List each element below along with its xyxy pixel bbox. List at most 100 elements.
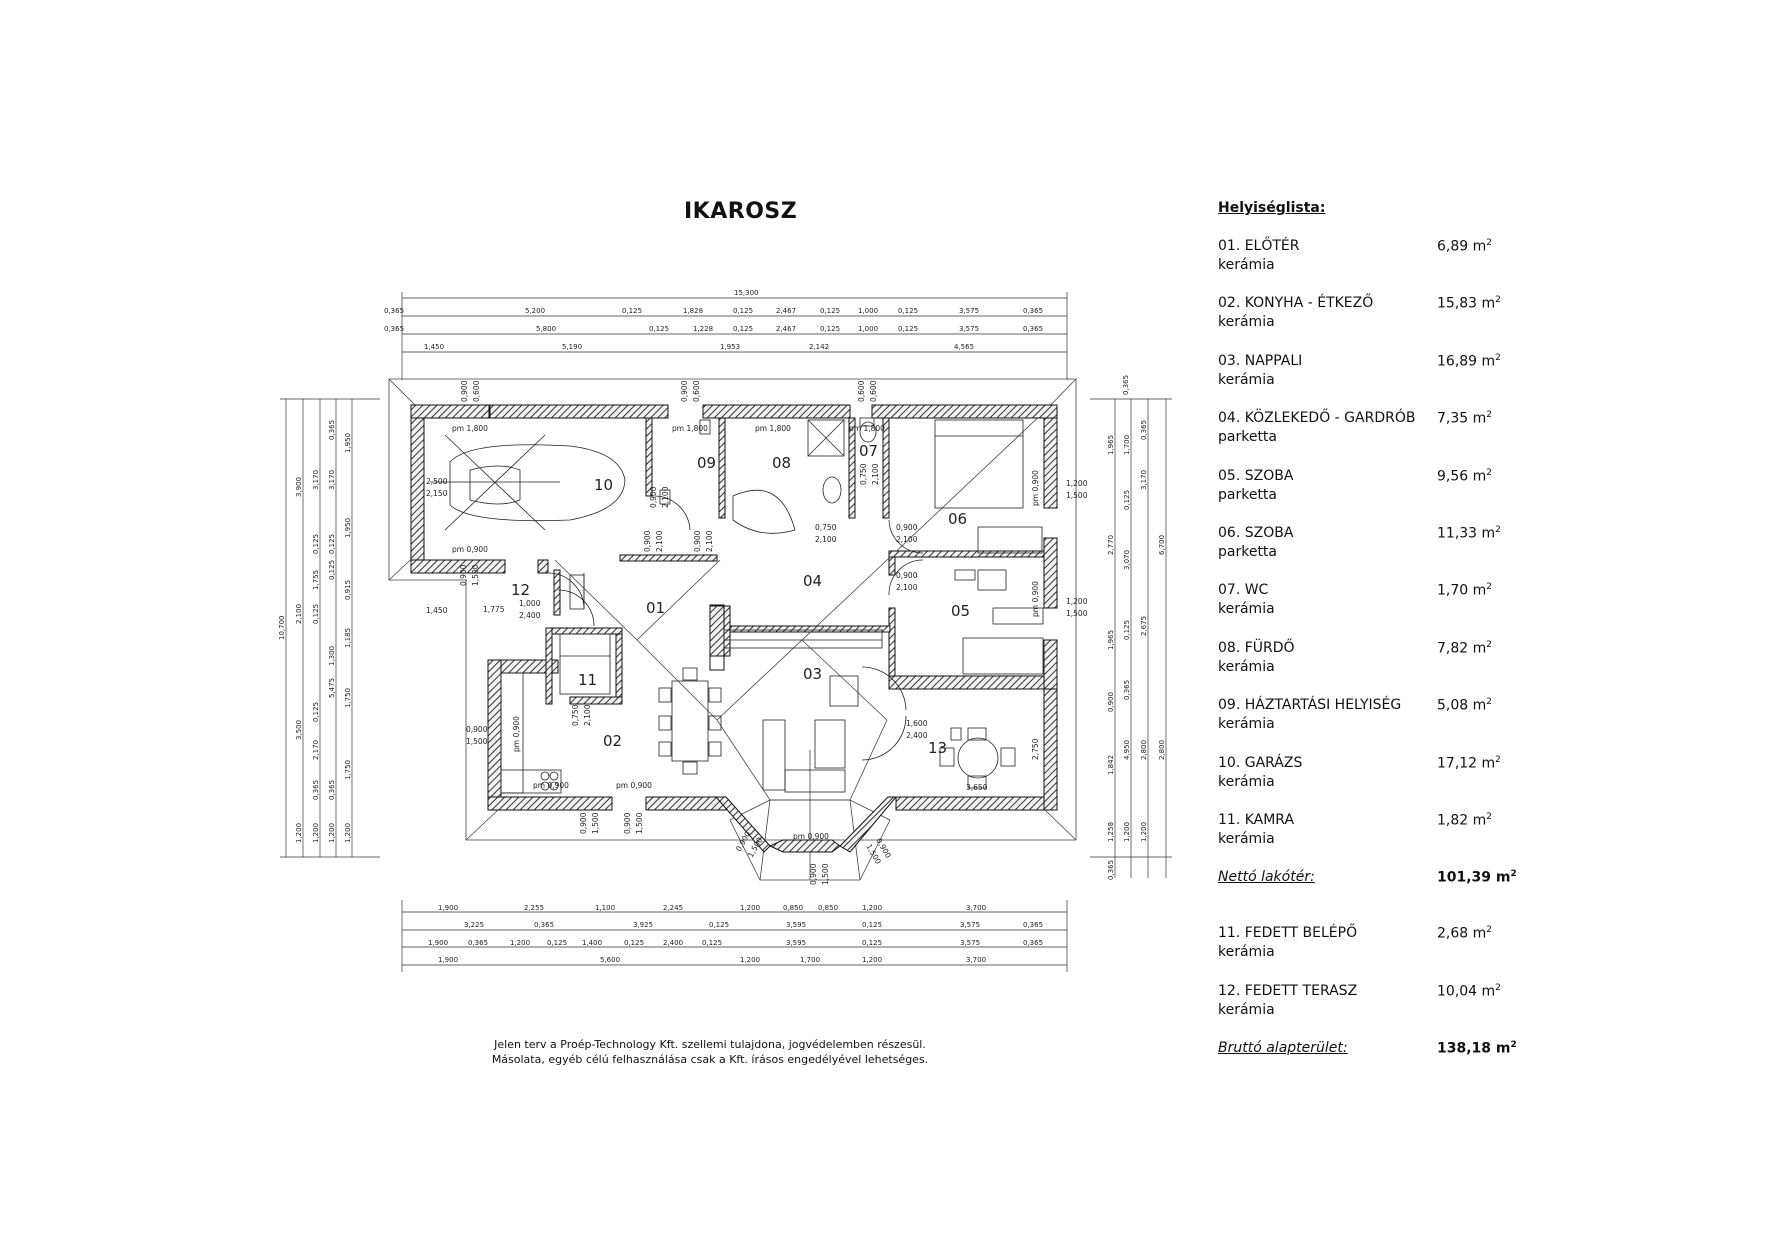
room-floor: kerámia xyxy=(1218,658,1275,675)
dim-label: 3,225 xyxy=(464,921,484,929)
dim-label: 0,365 xyxy=(384,325,404,333)
opening-label: 2,100 xyxy=(583,704,592,726)
dim-label: 5,200 xyxy=(525,307,545,315)
dim-label: 0,365 xyxy=(468,939,488,947)
dim-label: 2,467 xyxy=(776,307,796,315)
opening-label: pm 0,900 xyxy=(1031,470,1040,506)
opening-label: 3,650 xyxy=(966,783,988,792)
dim-label: 1,185 xyxy=(344,628,352,648)
dim-label: 5,800 xyxy=(536,325,556,333)
room-floor: kerámia xyxy=(1218,314,1275,331)
dim-label: 0,365 xyxy=(1023,939,1043,947)
opening-label: 0,900 xyxy=(896,571,918,580)
room-name: 11. KAMRA xyxy=(1218,811,1295,828)
room-area: 17,12 m2 xyxy=(1437,755,1501,772)
unit-sup: 2 xyxy=(1495,982,1501,993)
room-area-number: 6,89 m xyxy=(1437,238,1487,255)
room-area: 10,04 m2 xyxy=(1437,983,1501,1000)
dim-label: 4,950 xyxy=(1123,740,1131,760)
dim-label: 1,900 xyxy=(428,939,448,947)
room-area: 11,33 m2 xyxy=(1437,525,1501,542)
dim-label: 0,125 xyxy=(709,921,729,929)
room-number-08: 08 xyxy=(772,454,791,472)
dim-label: 2,467 xyxy=(776,325,796,333)
dim-label: 0,125 xyxy=(862,921,882,929)
opening-label: 1,200 xyxy=(1066,597,1088,606)
dim-label: 3,170 xyxy=(328,470,336,490)
dim-label: 1,900 xyxy=(438,904,458,912)
room-area-number: 9,56 m xyxy=(1437,468,1487,485)
dim-label: 1,450 xyxy=(424,343,444,351)
unit-sup: 2 xyxy=(1495,524,1501,535)
opening-label: 1,500 xyxy=(1066,609,1088,618)
dim-label: 1,258 xyxy=(1107,822,1115,842)
dim-label: 0,850 xyxy=(818,904,838,912)
opening-label: 0,900 xyxy=(459,564,468,586)
copyright-line-1: Jelen terv a Proép-Technology Kft. szell… xyxy=(494,1038,926,1051)
room-area: 9,56 m2 xyxy=(1437,468,1492,485)
room-area-number: 1,82 m xyxy=(1437,812,1487,829)
opening-label: 0,900 xyxy=(579,812,588,834)
dim-label: 2,170 xyxy=(312,740,320,760)
room-floor: kerámia xyxy=(1218,371,1275,388)
dim-label: 4,565 xyxy=(954,343,974,351)
room-name: 12. FEDETT TERASZ xyxy=(1218,982,1358,999)
net-area-value: 101,39 m2 xyxy=(1437,869,1517,886)
dim-label: 0,125 xyxy=(547,939,567,947)
dim-label: 3,595 xyxy=(786,939,806,947)
copyright-note: Jelen terv a Proép-Technology Kft. szell… xyxy=(470,1037,950,1067)
dim-label: 1,200 xyxy=(1123,822,1131,842)
opening-label: 0,900 xyxy=(896,523,918,532)
room-name: 03. NAPPALI xyxy=(1218,352,1303,369)
unit-sup: 2 xyxy=(1486,925,1492,936)
opening-label: pm 1,800 xyxy=(755,424,791,433)
walls xyxy=(410,404,1058,853)
room-numbers: 01 02 03 04 05 06 07 08 09 10 11 12 13 xyxy=(511,442,970,757)
dim-label: 1,000 xyxy=(858,307,878,315)
dim-label: 0,365 xyxy=(1122,375,1130,395)
dim-label: 3,575 xyxy=(959,325,979,333)
room-floor: kerámia xyxy=(1218,830,1275,847)
room-number-02: 02 xyxy=(603,732,622,750)
dim-label: 6,700 xyxy=(1158,535,1166,555)
room-floor: kerámia xyxy=(1218,257,1275,273)
dim-label: 2,675 xyxy=(1140,616,1148,636)
dim-label: 5,190 xyxy=(562,343,582,351)
room-area-number: 11,33 m xyxy=(1437,525,1496,542)
dim-label: 1,200 xyxy=(862,904,882,912)
opening-label: 0,750 xyxy=(815,523,837,532)
unit-sup: 2 xyxy=(1486,238,1492,248)
room-area: 16,89 m2 xyxy=(1437,353,1501,370)
dim-label: 0,365 xyxy=(1023,307,1043,315)
opening-label: 0,600 xyxy=(857,380,866,402)
dim-label: 0,125 xyxy=(898,325,918,333)
room-list-item: 03. NAPPALI kerámia 16,89 m2 xyxy=(1218,353,1518,410)
unit-sup: 2 xyxy=(1495,754,1501,765)
dim-label: 0,125 xyxy=(328,560,336,580)
opening-label: 2,100 xyxy=(871,463,880,485)
dim-label: 0,900 xyxy=(1107,692,1115,712)
dim-label: 1,842 xyxy=(1107,755,1115,775)
opening-label: 1,500 xyxy=(466,737,488,746)
room-name: 04. KÖZLEKEDŐ - GARDRÓB xyxy=(1218,410,1416,427)
room-list-heading: Helyiséglista: xyxy=(1218,200,1326,216)
dim-label: 1,000 xyxy=(858,325,878,333)
dim-label: 3,900 xyxy=(295,477,303,497)
dim-label: 3,575 xyxy=(960,921,980,929)
dim-label: 0,365 xyxy=(534,921,554,929)
dim-label: 1,400 xyxy=(582,939,602,947)
dim-total-width: 15,300 xyxy=(734,289,759,297)
room-area-number: 15,83 m xyxy=(1437,296,1496,313)
dim-label: 0,125 xyxy=(312,604,320,624)
opening-label: 2,100 xyxy=(705,530,714,552)
opening-label: 2,750 xyxy=(1031,738,1040,760)
opening-label: pm 0,900 xyxy=(452,545,488,554)
dim-label: 1,953 xyxy=(720,343,740,351)
